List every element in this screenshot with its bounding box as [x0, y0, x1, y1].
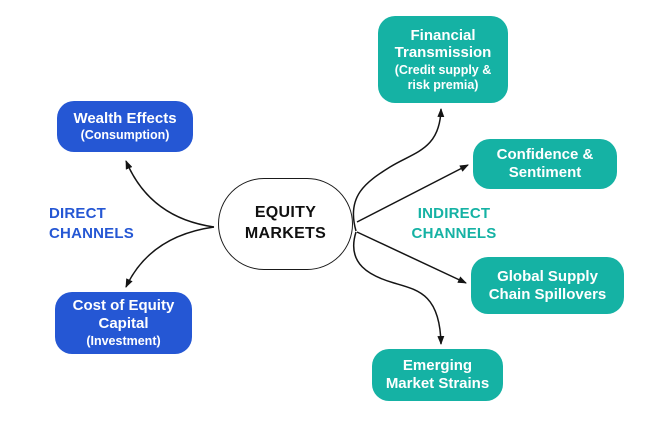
node-emerging-market-strains: Emerging Market Strains [372, 349, 503, 401]
node-subtitle: (Consumption) [80, 128, 170, 143]
node-subtitle: (Investment) [86, 333, 161, 348]
node-subtitle: (Credit supply & risk premia) [394, 62, 492, 92]
center-node-label: EQUITY MARKETS [244, 204, 327, 242]
node-financial-transmission: Financial Transmission (Credit supply & … [378, 16, 508, 103]
node-title: Cost of Equity Capital [72, 297, 175, 333]
direct-channels-label: DIRECT CHANNELS [49, 205, 134, 242]
node-cost-of-equity-capital: Cost of Equity Capital (Investment) [55, 292, 192, 354]
connector-cost-of-equity [125, 226, 215, 288]
node-global-supply-chain-spillovers: Global Supply Chain Spillovers [471, 257, 624, 314]
node-title: Wealth Effects [73, 109, 177, 127]
connector-global-supply [356, 231, 467, 284]
connector-wealth-effects [125, 160, 215, 228]
connector-emerging-markets [353, 231, 445, 345]
connector-financial-transmission [352, 108, 445, 232]
center-node-equity-markets: EQUITY MARKETS [218, 178, 353, 270]
node-title: Emerging Market Strains [385, 357, 490, 392]
node-confidence-sentiment: Confidence & Sentiment [473, 139, 617, 189]
connector-confidence-sentiment [356, 164, 469, 223]
node-wealth-effects: Wealth Effects (Consumption) [57, 101, 193, 152]
node-title: Confidence & Sentiment [496, 146, 594, 181]
node-title: Financial Transmission [394, 26, 492, 62]
node-title: Global Supply Chain Spillovers [488, 267, 607, 303]
indirect-channels-label: INDIRECT CHANNELS [411, 205, 497, 242]
